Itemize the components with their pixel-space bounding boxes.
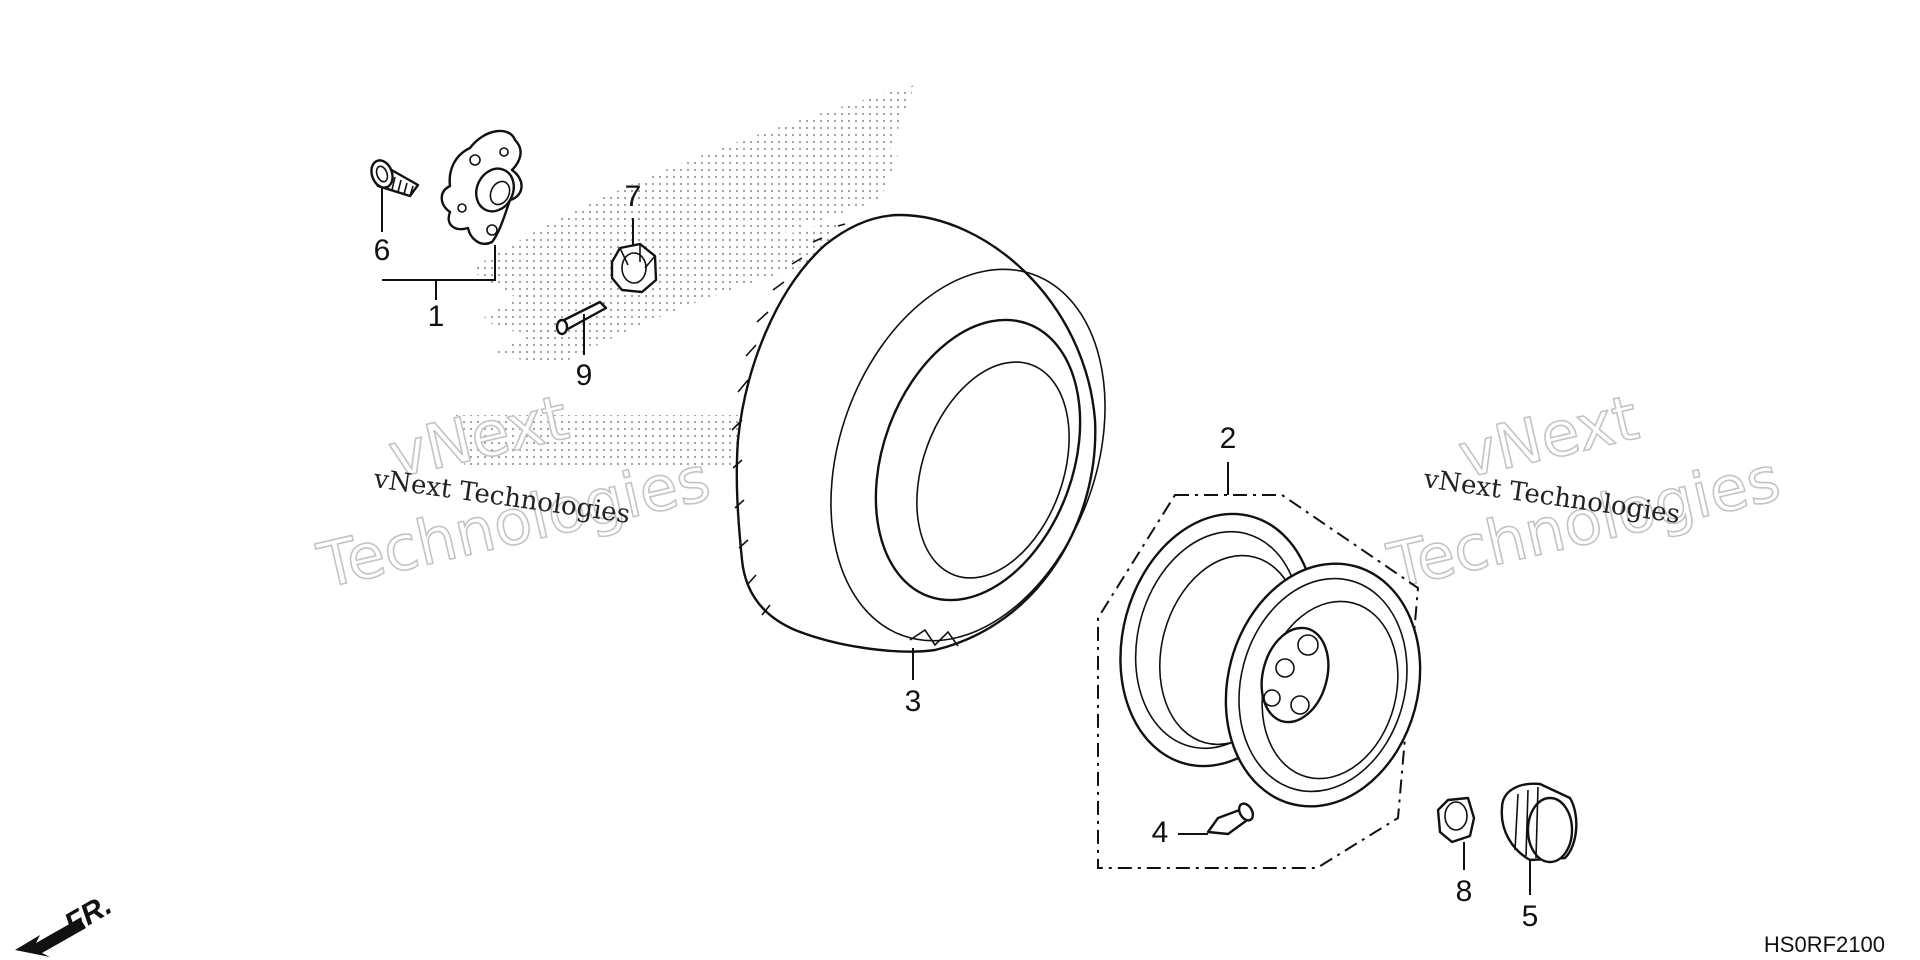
callout-8[interactable]: 8 — [1456, 875, 1473, 908]
front-direction-arrow-icon — [15, 918, 86, 957]
diagram-code: HS0RF2100 — [1764, 932, 1885, 957]
part-8-lug-nut[interactable] — [1436, 796, 1476, 844]
part-6-bolt[interactable] — [368, 157, 420, 198]
part-5-cap[interactable] — [1500, 782, 1578, 864]
callout-2[interactable]: 2 — [1220, 422, 1237, 455]
part-2-wheel-rim[interactable] — [1093, 492, 1446, 829]
callout-6[interactable]: 6 — [374, 234, 391, 267]
callout-4[interactable]: 4 — [1152, 816, 1169, 849]
watermark-left-big-line1: vNext — [382, 381, 575, 493]
part-1-hub[interactable] — [440, 129, 523, 245]
callout-5[interactable]: 5 — [1522, 900, 1539, 933]
callout-7[interactable]: 7 — [625, 180, 642, 213]
watermark-left: vNext Technologies vNext Technologies — [310, 380, 717, 604]
callout-3[interactable]: 3 — [905, 685, 922, 718]
part-7-castle-nut[interactable] — [610, 242, 658, 294]
part-3-tire[interactable] — [731, 213, 1154, 679]
watermark-right: vNext Technologies vNext Technologies — [1380, 380, 1787, 604]
part-4-valve-stem[interactable] — [1206, 801, 1256, 836]
part-2-group-outline — [1097, 494, 1420, 869]
callout-9[interactable]: 9 — [576, 359, 593, 392]
front-indicator: FR. — [15, 888, 117, 957]
callout-1[interactable]: 1 — [428, 300, 445, 333]
